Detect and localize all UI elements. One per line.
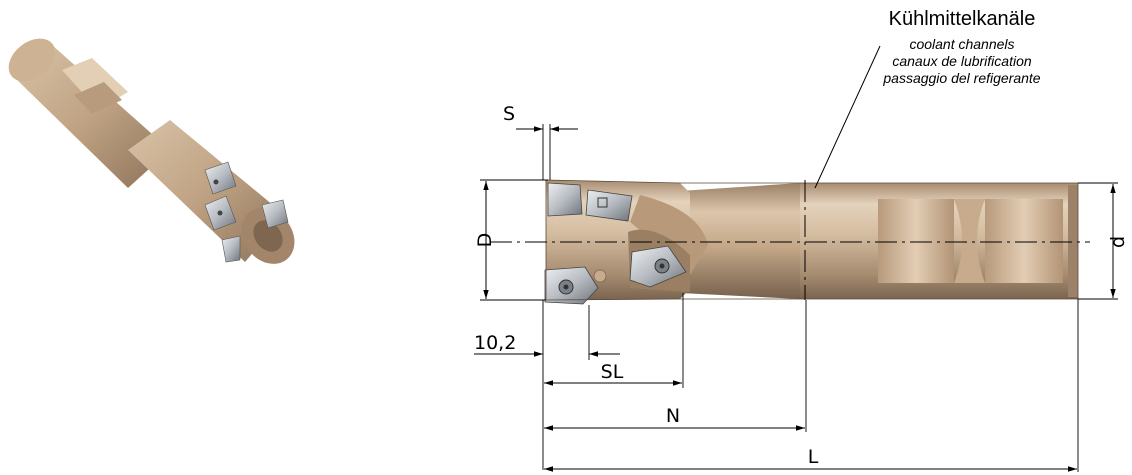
insert-top-right-mark — [597, 197, 608, 208]
dimension-lines — [474, 45, 1116, 472]
shank-flat-1 — [878, 199, 954, 283]
label-L: L — [808, 446, 819, 468]
coolant-caption: Kühlmittelkanäle coolant channels canaux… — [882, 8, 1040, 86]
shank-flat-2 — [985, 199, 1063, 283]
isometric-tool-view — [8, 38, 295, 264]
construction-lines — [480, 124, 1118, 472]
label-N: N — [666, 405, 680, 427]
iso-insert-3 — [261, 199, 289, 229]
caption-line-2: canaux de lubrification — [892, 53, 1032, 69]
caption-title: Kühlmittelkanäle — [889, 8, 1036, 30]
iso-insert-4 — [221, 235, 241, 263]
label-d: d — [1107, 236, 1129, 248]
caption-line-3: passaggio del refigerante — [882, 70, 1040, 86]
iso-shank-end — [8, 38, 56, 82]
iso-insert-1 — [204, 161, 237, 195]
shank-end-ring — [1068, 185, 1078, 297]
shank-groove — [954, 199, 985, 283]
dimension-labels: S D d 10,2 SL N L — [474, 103, 1129, 468]
side-view-tool — [544, 179, 1079, 305]
label-offset: 10,2 — [474, 332, 516, 354]
caption-line-1: coolant channels — [909, 36, 1014, 52]
label-S: S — [503, 103, 515, 125]
neck — [680, 183, 800, 299]
iso-flat-2 — [74, 82, 122, 114]
insert-top-left — [547, 182, 583, 217]
label-D: D — [474, 233, 496, 248]
label-SL: SL — [601, 361, 624, 383]
coolant-leader — [814, 45, 881, 189]
